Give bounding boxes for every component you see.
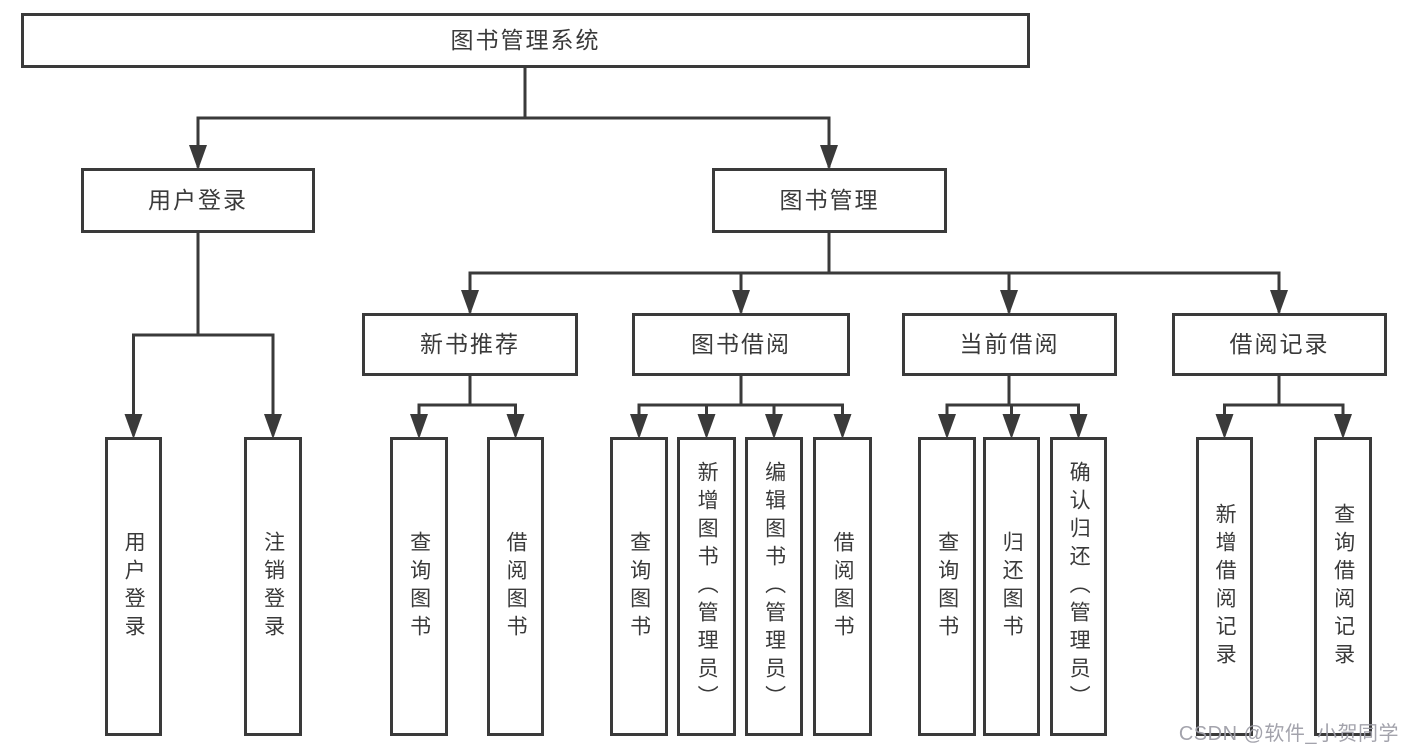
leaf-user-login: 用户登录 [105, 437, 162, 736]
leaf-return-book-label: 归还图书 [1000, 530, 1024, 643]
leaf-query-borrow-record-label: 查询借阅记录 [1331, 502, 1355, 671]
node-book-management: 图书管理 [712, 168, 947, 233]
node-book-borrow: 图书借阅 [632, 313, 850, 376]
node-root-label: 图书管理系统 [450, 27, 601, 53]
leaf-confirm-return-admin: 确认归还（管理员） [1050, 437, 1107, 736]
leaf-user-login-label: 用户登录 [122, 530, 146, 643]
node-root: 图书管理系统 [21, 13, 1030, 68]
leaf-add-book-admin: 新增图书（管理员） [677, 437, 736, 736]
node-book-borrow-label: 图书借阅 [691, 331, 791, 357]
leaf-add-borrow-record-label: 新增借阅记录 [1213, 502, 1237, 671]
leaf-query-books-recommend-label: 查询图书 [407, 530, 431, 643]
leaf-borrow-books-recommend: 借阅图书 [487, 437, 544, 736]
leaf-query-borrow-record: 查询借阅记录 [1314, 437, 1372, 736]
leaf-borrow-books-borrow-label: 借阅图书 [831, 530, 855, 643]
node-user-login-label: 用户登录 [148, 187, 248, 213]
node-user-login: 用户登录 [81, 168, 315, 233]
node-borrow-records-label: 借阅记录 [1229, 331, 1330, 357]
leaf-query-books-borrow-label: 查询图书 [627, 530, 651, 643]
leaf-query-books-recommend: 查询图书 [390, 437, 448, 736]
leaf-query-books-current: 查询图书 [918, 437, 976, 736]
leaf-borrow-books-recommend-label: 借阅图书 [504, 530, 528, 643]
watermark: CSDN @软件_小贺同学 [1178, 723, 1399, 745]
leaf-confirm-return-admin-label: 确认归还（管理员） [1067, 460, 1091, 713]
node-current-borrow-label: 当前借阅 [959, 331, 1060, 357]
leaf-add-book-admin-label: 新增图书（管理员） [695, 460, 719, 713]
node-new-book-recommend-label: 新书推荐 [420, 331, 520, 357]
leaf-return-book: 归还图书 [983, 437, 1040, 736]
leaf-query-books-current-label: 查询图书 [935, 530, 959, 643]
node-new-book-recommend: 新书推荐 [362, 313, 578, 376]
leaf-query-books-borrow: 查询图书 [610, 437, 668, 736]
leaf-edit-book-admin-label: 编辑图书（管理员） [762, 460, 786, 713]
leaf-borrow-books-borrow: 借阅图书 [813, 437, 872, 736]
leaf-logout: 注销登录 [244, 437, 302, 736]
node-current-borrow: 当前借阅 [902, 313, 1117, 376]
arrowhead-icons [124, 145, 1352, 439]
node-borrow-records: 借阅记录 [1172, 313, 1387, 376]
leaf-add-borrow-record: 新增借阅记录 [1196, 437, 1253, 736]
leaf-logout-label: 注销登录 [261, 530, 285, 643]
leaf-edit-book-admin: 编辑图书（管理员） [745, 437, 803, 736]
node-book-management-label: 图书管理 [779, 187, 880, 213]
